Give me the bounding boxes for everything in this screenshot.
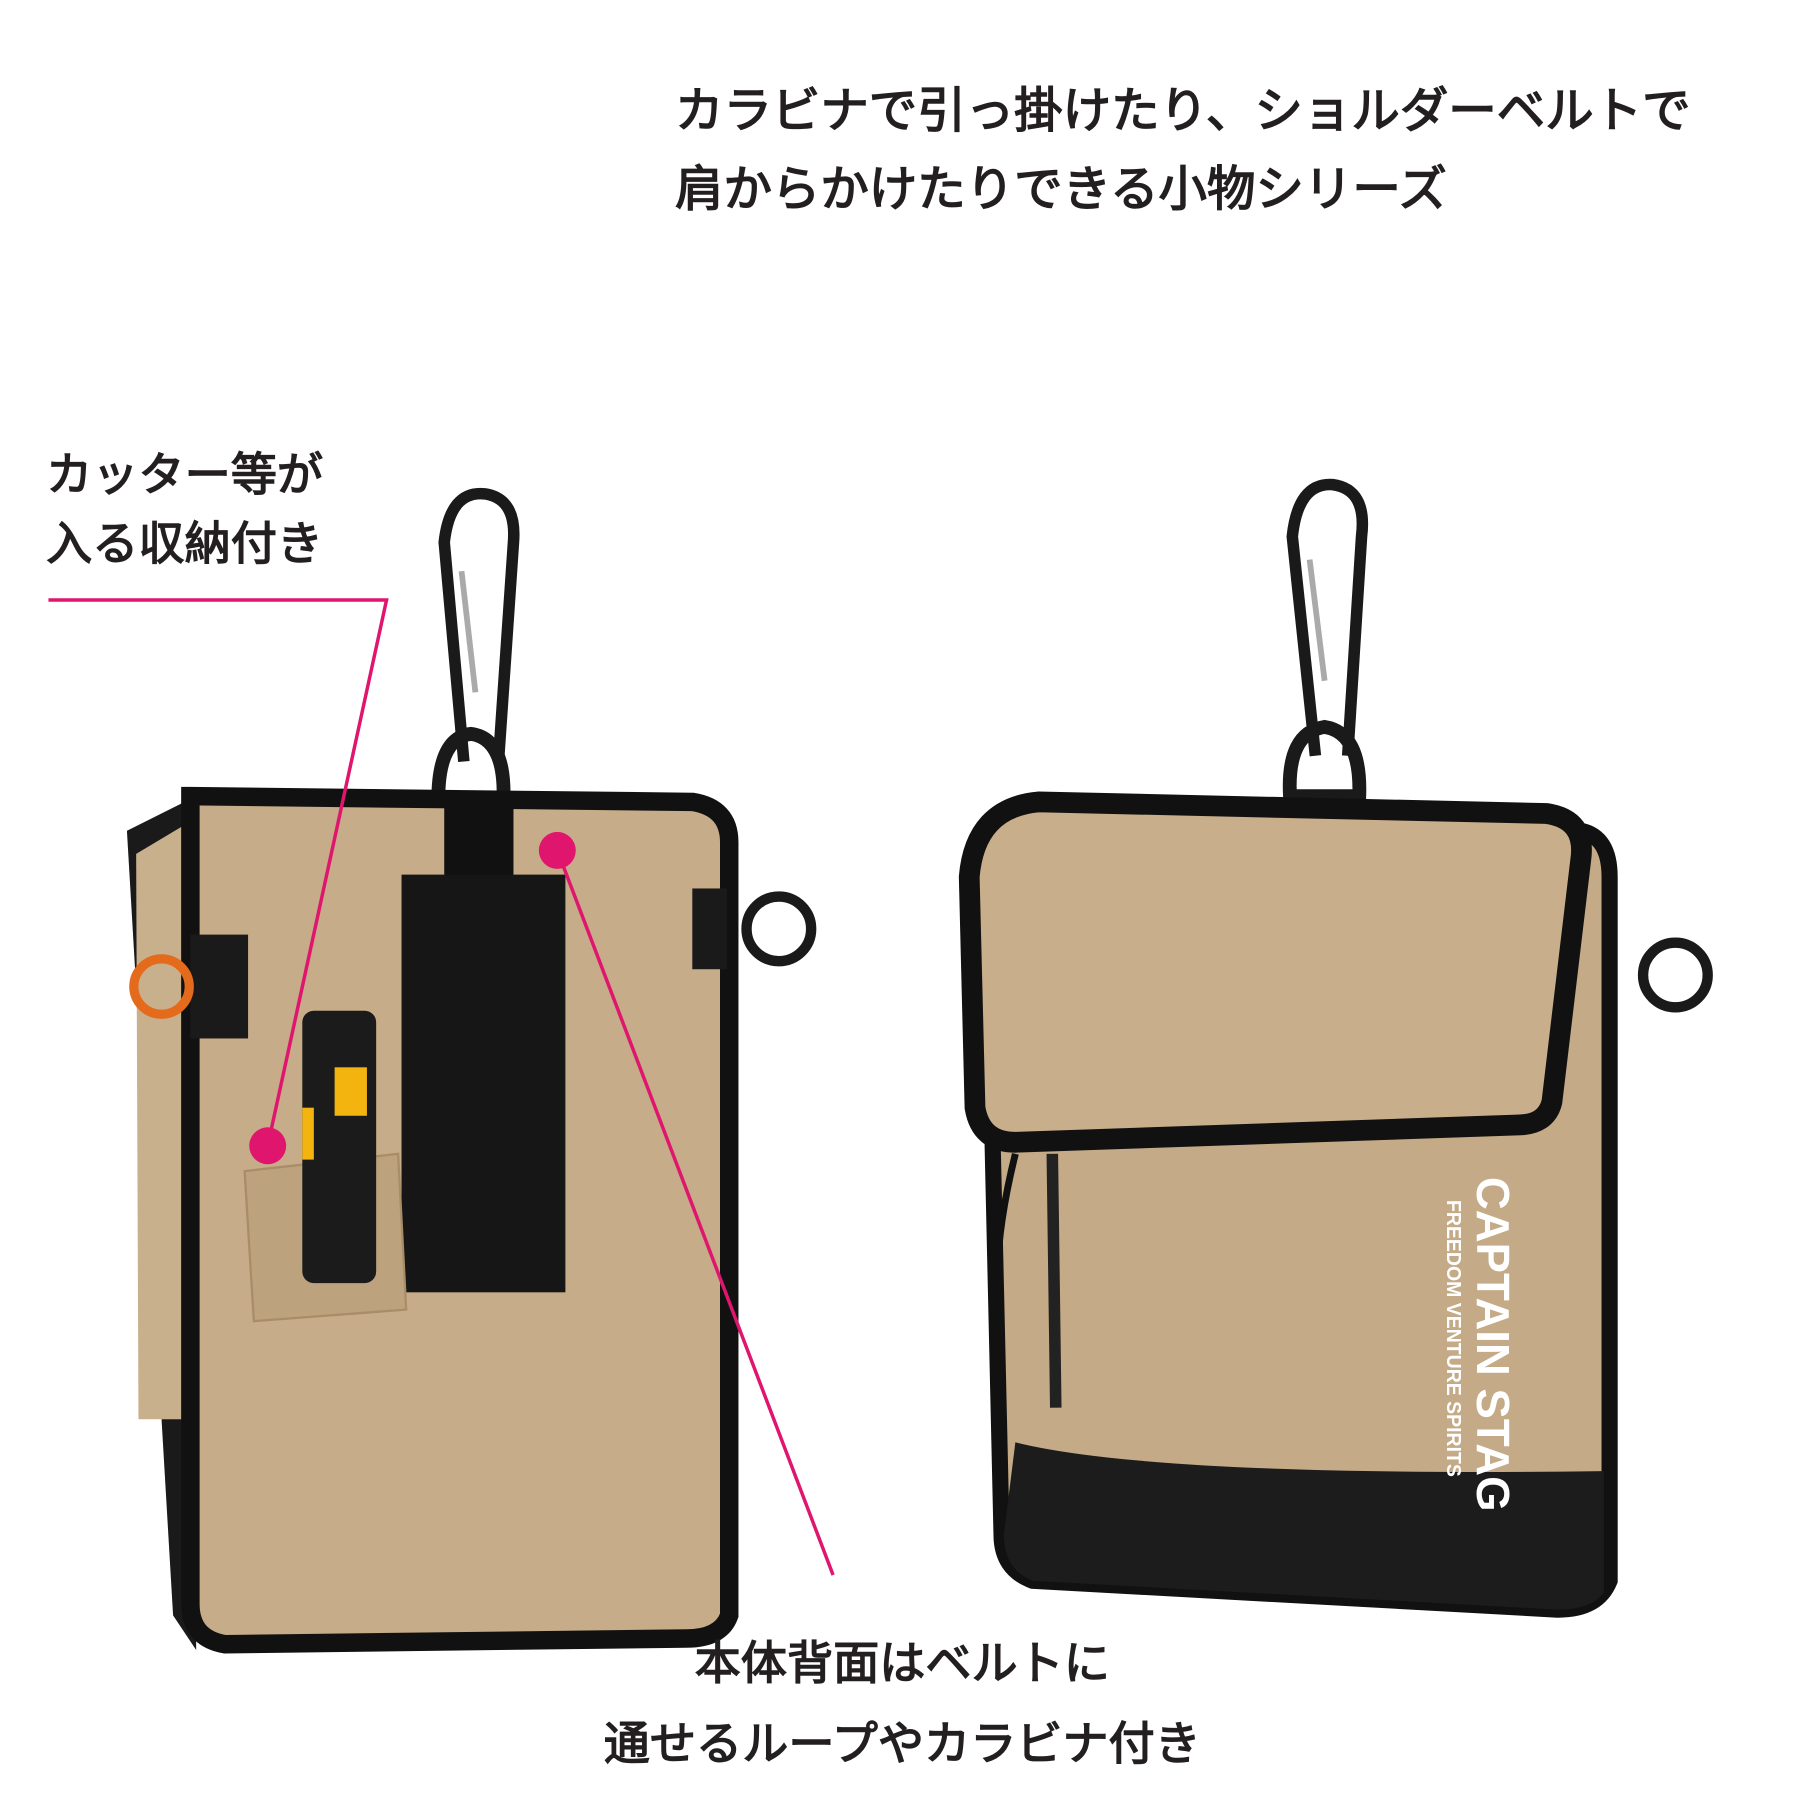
carabiner-icon [1286,478,1369,757]
carabiner-icon [438,487,520,763]
callout-pocket-line-1: カッター等が [46,447,323,501]
callout-back-line-1: 本体背面はベルトに [695,1636,1110,1690]
bag-back-view [126,487,817,1654]
callout-dot-back [538,831,576,869]
headline-line-2: 肩からかけたりできる小物シリーズ [675,161,1447,217]
callout-lines [48,598,835,1576]
callout-back-line-2: 通せるループやカラビナ付き [604,1717,1201,1771]
brand-logo: CAPTAIN STAG FREEDOM VENTURE SPIRITS [1442,1177,1519,1512]
callout-dot-pocket [249,1127,287,1165]
brand-name: CAPTAIN STAG [1467,1177,1519,1512]
bag-front-view: CAPTAIN STAG FREEDOM VENTURE SPIRITS [958,478,1713,1618]
brand-tagline: FREEDOM VENTURE SPIRITS [1442,1200,1465,1477]
headline-line-1: カラビナで引っ掛けたり、ショルダーベルトで [675,83,1691,139]
callout-pocket-line-2: 入る収納付き [46,517,323,571]
